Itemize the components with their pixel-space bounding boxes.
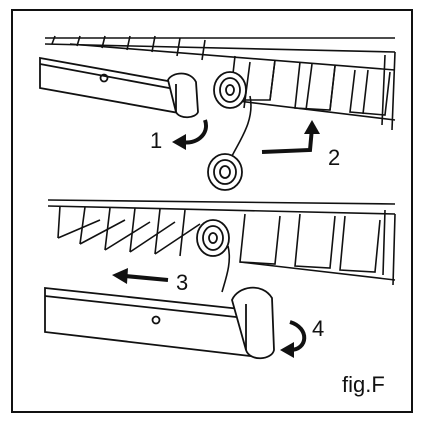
top-rail-icon bbox=[39, 56, 191, 117]
top-wheel-icon bbox=[213, 71, 247, 109]
wheel-stem-icon bbox=[221, 245, 231, 293]
arrowhead-icon bbox=[280, 342, 294, 358]
step-2-arrow-icon bbox=[261, 127, 314, 154]
step-label-4: 4 bbox=[312, 316, 324, 341]
step-label-3: 3 bbox=[176, 270, 188, 295]
arrowhead-icon bbox=[304, 120, 320, 134]
lower-wheel-icon bbox=[207, 153, 243, 191]
step-label-2: 2 bbox=[328, 145, 340, 170]
step-label-1: 1 bbox=[150, 128, 162, 153]
arrowhead-icon bbox=[172, 134, 186, 150]
top-end-cap-icon bbox=[167, 72, 199, 119]
arrowhead-icon bbox=[112, 268, 128, 284]
figure-caption: fig.F bbox=[342, 372, 385, 397]
curved-arrow-icon bbox=[289, 320, 307, 352]
straight-arrow-icon bbox=[124, 274, 169, 282]
bottom-wheel-icon bbox=[196, 219, 230, 257]
bottom-wire-basket-icon bbox=[47, 199, 396, 286]
wheel-stem-icon bbox=[231, 95, 252, 157]
bottom-end-cap-icon bbox=[231, 286, 275, 360]
